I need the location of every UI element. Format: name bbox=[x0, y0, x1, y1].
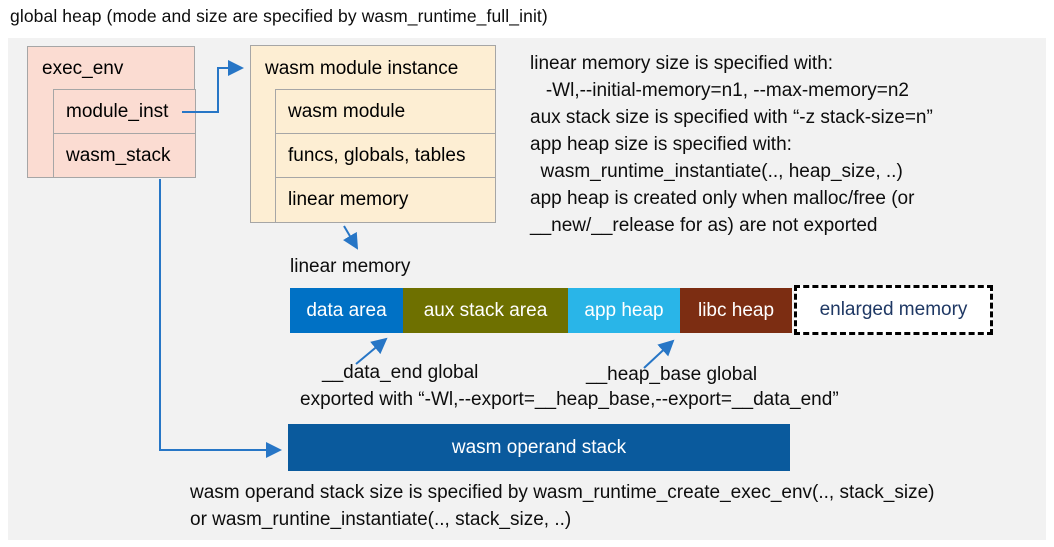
note-line: wasm_runtime_instantiate(.., heap_size, … bbox=[530, 161, 903, 182]
note-line: __new/__release for as) are not exported bbox=[530, 215, 878, 236]
note-line: or wasm_runtine_instantiate(.., stack_si… bbox=[190, 509, 572, 530]
diagram-title: global heap (mode and size are specified… bbox=[10, 6, 548, 26]
note-line: wasm operand stack size is specified by … bbox=[190, 482, 935, 503]
segment-data-area: data area bbox=[290, 288, 403, 333]
note-line: linear memory size is specified with: bbox=[530, 53, 834, 74]
operand-stack-notes: wasm operand stack size is specified by … bbox=[190, 479, 1040, 533]
module-instance-row-funcs-globals-tables: funcs, globals, tables bbox=[275, 133, 496, 178]
note-line: app heap size is specified with: bbox=[530, 134, 792, 155]
module-instance-header: wasm module instance bbox=[265, 57, 459, 79]
data-end-global-label: __data_end global bbox=[322, 362, 479, 383]
module-instance-row-wasm-module: wasm module bbox=[275, 89, 496, 134]
memory-size-notes: linear memory size is specified with: -W… bbox=[530, 50, 1045, 239]
module-instance-row-linear-memory: linear memory bbox=[275, 177, 496, 223]
segment-libc-heap: libc heap bbox=[680, 288, 792, 333]
exec-env-header: exec_env bbox=[42, 58, 124, 79]
exec-env-row-module-inst: module_inst bbox=[53, 89, 196, 134]
heap-base-global-label: __heap_base global bbox=[586, 364, 758, 385]
note-line: -Wl,--initial-memory=n1, --max-memory=n2 bbox=[530, 80, 909, 101]
segment-aux-stack-area: aux stack area bbox=[403, 288, 568, 333]
segment-app-heap: app heap bbox=[568, 288, 680, 333]
exec-env-row-wasm-stack: wasm_stack bbox=[53, 133, 196, 178]
note-line: aux stack size is specified with “-z sta… bbox=[530, 107, 933, 128]
linear-memory-label: linear memory bbox=[290, 256, 411, 277]
segment-enlarged-memory: enlarged memory bbox=[794, 285, 993, 335]
export-note: exported with “-Wl,--export=__heap_base,… bbox=[300, 389, 839, 410]
note-line: app heap is created only when malloc/fre… bbox=[530, 188, 915, 209]
wasm-operand-stack-bar: wasm operand stack bbox=[288, 424, 790, 471]
